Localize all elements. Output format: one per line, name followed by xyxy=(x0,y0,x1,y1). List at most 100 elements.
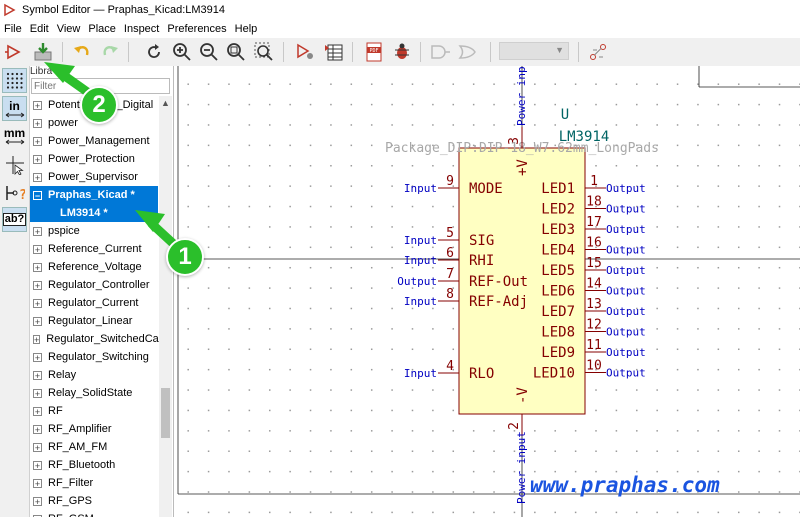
pin-type-icon: ? xyxy=(5,185,25,203)
redo-button[interactable] xyxy=(98,40,122,64)
expand-icon[interactable]: + xyxy=(33,154,42,165)
tree-item-label: Power_Protection xyxy=(48,153,135,165)
new-symbol-button[interactable] xyxy=(2,40,26,64)
expand-icon[interactable]: + xyxy=(33,370,42,381)
expand-icon[interactable]: + xyxy=(33,262,42,273)
zoom-selection-button[interactable] xyxy=(252,40,276,64)
save-button[interactable] xyxy=(31,40,55,64)
library-item[interactable]: +Power_Supervisor xyxy=(30,168,160,186)
units-mm-button[interactable]: mm xyxy=(2,123,27,148)
menu-inspect[interactable]: Inspect xyxy=(123,23,160,35)
library-item[interactable]: +Reference_Voltage xyxy=(30,258,160,276)
check-symbol-button[interactable] xyxy=(390,40,414,64)
chevron-down-icon: ▼ xyxy=(555,45,564,55)
pin-electrical-types-button[interactable]: ? xyxy=(2,180,27,205)
expand-icon[interactable]: + xyxy=(33,118,42,129)
library-item[interactable]: + RF xyxy=(30,402,160,420)
grid-toggle-button[interactable] xyxy=(2,68,27,93)
library-item[interactable]: +Power_Management xyxy=(30,132,160,150)
zoom-in-button[interactable] xyxy=(170,40,194,64)
library-item[interactable]: −Praphas_Kicad * xyxy=(30,186,158,204)
library-tree-panel: Libra +Potentiometer_Digital+power+Power… xyxy=(30,66,174,517)
zoom-out-button[interactable] xyxy=(197,40,221,64)
expand-icon[interactable]: + xyxy=(33,316,42,327)
body-style-dropdown[interactable]: ▼ xyxy=(499,42,569,60)
svg-text:?: ? xyxy=(19,188,25,203)
library-panel-header: Libra xyxy=(30,66,173,77)
tree-item-label: Regulator_Controller xyxy=(48,279,150,291)
left-toolbar: in mm ? ab? xyxy=(0,66,30,517)
expand-icon[interactable]: + xyxy=(33,388,42,399)
symbol-item[interactable]: LM3914 * xyxy=(30,204,158,222)
show-demorgan-button[interactable] xyxy=(456,40,480,64)
scroll-thumb[interactable] xyxy=(161,388,170,438)
tree-item-label: LM3914 * xyxy=(60,207,108,219)
zoom-selection-icon xyxy=(254,42,273,61)
tree-item-label: RF_Amplifier xyxy=(48,423,112,435)
undo-button[interactable] xyxy=(70,40,94,64)
show-hidden-fields-button[interactable]: ab? xyxy=(2,207,27,232)
library-item[interactable]: + Regulator_Controller xyxy=(30,276,160,294)
expand-icon[interactable]: + xyxy=(33,442,42,453)
pin-alignment-button[interactable] xyxy=(586,40,610,64)
main-toolbar: PDF xyxy=(0,38,800,67)
library-item[interactable]: +Regulator_Current xyxy=(30,294,160,312)
library-item[interactable]: +power xyxy=(30,114,160,132)
expand-icon[interactable]: + xyxy=(33,514,42,517)
collapse-icon[interactable]: − xyxy=(33,190,42,201)
expand-icon[interactable]: + xyxy=(33,172,42,183)
menu-place[interactable]: Place xyxy=(88,23,116,35)
library-scrollbar[interactable]: ▲ xyxy=(159,96,172,517)
menu-edit[interactable]: Edit xyxy=(29,23,49,35)
library-item[interactable]: +pspice xyxy=(30,222,160,240)
expand-icon[interactable]: + xyxy=(33,280,42,291)
library-item[interactable]: + Power_Protection xyxy=(30,150,160,168)
export-pdf-button[interactable]: PDF xyxy=(362,40,386,64)
library-item[interactable]: +Reference_Current xyxy=(30,240,160,258)
expand-icon[interactable]: + xyxy=(33,460,42,471)
scroll-up-icon[interactable]: ▲ xyxy=(161,98,170,108)
library-item[interactable]: +RF_GSM xyxy=(30,510,160,517)
library-item[interactable]: +Regulator_Switching xyxy=(30,348,160,366)
expand-icon[interactable]: + xyxy=(33,100,42,111)
menu-file[interactable]: File xyxy=(4,23,22,35)
callout-badge-1: 1 xyxy=(166,238,204,276)
library-item[interactable]: + RF_Amplifier xyxy=(30,420,160,438)
zoom-fit-button[interactable] xyxy=(224,40,248,64)
menu-help[interactable]: Help xyxy=(234,23,258,35)
expand-icon[interactable]: + xyxy=(33,478,42,489)
measure-arrow-icon xyxy=(5,139,24,144)
show-normal-button[interactable] xyxy=(428,40,452,64)
refresh-button[interactable] xyxy=(142,40,166,64)
library-item[interactable]: +Regulator_SwitchedCap xyxy=(30,330,165,348)
symbol-properties-button[interactable] xyxy=(293,40,317,64)
cursor-shape-button[interactable] xyxy=(2,152,27,177)
tree-item-label: RF xyxy=(48,405,63,417)
units-inch-button[interactable]: in xyxy=(2,96,27,121)
library-item[interactable]: +RF_Bluetooth xyxy=(30,456,160,474)
pin-table-button[interactable] xyxy=(322,40,346,64)
or-gate-icon xyxy=(458,45,476,59)
library-item[interactable]: +RF_Filter xyxy=(30,474,160,492)
expand-icon[interactable]: + xyxy=(33,406,42,417)
expand-icon[interactable]: + xyxy=(33,226,42,237)
expand-icon[interactable]: + xyxy=(33,496,42,507)
expand-icon[interactable]: + xyxy=(33,298,42,309)
menu-preferences[interactable]: Preferences xyxy=(167,23,227,35)
menu-view[interactable]: View xyxy=(56,23,81,35)
expand-icon[interactable]: + xyxy=(33,352,42,363)
units-inch-label: in xyxy=(9,98,20,113)
library-item[interactable]: +Regulator_Linear xyxy=(30,312,160,330)
expand-icon[interactable]: + xyxy=(33,136,42,147)
save-to-library-icon xyxy=(34,43,52,61)
library-item[interactable]: +RF_AM_FM xyxy=(30,438,160,456)
expand-icon[interactable]: + xyxy=(33,424,42,435)
title-bar: Symbol Editor — Praphas_Kicad:LM3914 xyxy=(0,0,800,20)
library-item[interactable]: +Relay_SolidState xyxy=(30,384,160,402)
expand-icon[interactable]: + xyxy=(33,244,42,255)
library-item[interactable]: +RF_GPS xyxy=(30,492,160,510)
symbol-canvas[interactable] xyxy=(174,66,800,517)
library-item[interactable]: +Relay xyxy=(30,366,160,384)
zoom-out-icon xyxy=(200,43,218,61)
expand-icon[interactable]: + xyxy=(33,334,41,345)
